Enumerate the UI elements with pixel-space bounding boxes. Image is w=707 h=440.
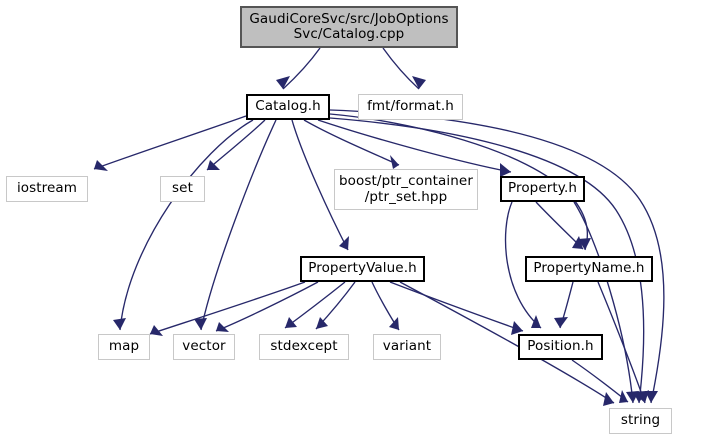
edge-root-to-catalog_h — [282, 47, 321, 90]
edge-catalog_h-to-map — [119, 119, 254, 331]
arrowhead-icon — [637, 390, 649, 403]
graph-node-iostream[interactable]: iostream — [6, 176, 88, 202]
arrowhead-icon — [578, 238, 591, 250]
arrowhead-icon — [94, 160, 108, 171]
graph-node-catalog_h[interactable]: Catalog.h — [246, 94, 330, 120]
edge-catalog_h-to-propertyvalue_h — [291, 119, 349, 251]
arrowhead-icon — [619, 390, 628, 403]
graph-node-string[interactable]: string — [609, 408, 672, 434]
arrowhead-icon — [216, 322, 229, 332]
arrowhead-icon — [390, 155, 399, 169]
edge-catalog_h-to-property_h — [317, 119, 512, 173]
graph-node-stdexcept[interactable]: stdexcept — [259, 334, 349, 360]
arrowhead-icon — [389, 317, 399, 330]
graph-node-root: GaudiCoreSvc/src/JobOptions Svc/Catalog.… — [240, 6, 458, 48]
edge-catalog_h-to-vector — [200, 119, 277, 331]
edge-propertyvalue_h-to-map — [149, 281, 306, 335]
graph-node-position_h[interactable]: Position.h — [518, 334, 603, 360]
arrowhead-icon — [626, 391, 639, 403]
arrowhead-icon — [511, 321, 523, 335]
graph-node-vector[interactable]: vector — [173, 334, 235, 360]
arrowhead-icon — [113, 318, 126, 330]
edge-root-to-fmt_format_h — [382, 47, 420, 90]
arrowhead-icon — [285, 317, 297, 328]
edge-propertyvalue_h-to-string — [399, 281, 615, 404]
graph-node-boost_ptr_set[interactable]: boost/ptr_container /ptr_set.hpp — [334, 169, 478, 210]
graph-node-fmt_format_h[interactable]: fmt/format.h — [358, 94, 463, 120]
graph-node-propertyvalue_h[interactable]: PropertyValue.h — [300, 256, 425, 282]
arrowhead-icon — [603, 392, 614, 406]
edge-catalog_h-to-set — [206, 119, 266, 171]
graph-node-set[interactable]: set — [160, 176, 205, 202]
graph-node-map[interactable]: map — [98, 334, 150, 360]
arrowhead-icon — [572, 236, 583, 249]
arrowhead-icon — [150, 325, 163, 336]
edge-propertyvalue_h-to-vector — [215, 281, 319, 332]
arrowhead-icon — [531, 315, 541, 328]
arrowhead-icon — [316, 317, 328, 329]
arrowhead-icon — [194, 318, 207, 330]
edge-property_h-to-position_h — [504, 201, 542, 329]
arrowhead-icon — [412, 76, 426, 89]
arrowhead-icon — [339, 236, 349, 250]
edge-catalog_h-to-boost_ptr_set — [303, 119, 400, 166]
arrowhead-icon — [554, 317, 568, 328]
edge-position_h-to-string — [571, 359, 629, 403]
edge-propertyvalue_h-to-vector — [284, 281, 346, 329]
arrowhead-icon — [500, 163, 511, 177]
edge-catalog_h-to-string — [329, 117, 645, 404]
edge-catalog_h-to-propertyname_h — [329, 113, 589, 251]
graph-node-property_h[interactable]: Property.h — [500, 176, 585, 202]
edge-property_h-to-string — [573, 201, 634, 404]
arrowhead-icon — [645, 391, 658, 403]
edge-catalog_h-to-iostream — [93, 115, 247, 170]
graph-node-variant[interactable]: variant — [373, 334, 441, 360]
edge-propertyvalue_h-to-position_h — [389, 281, 524, 332]
arrowhead-icon — [207, 160, 220, 170]
graph-node-propertyname_h[interactable]: PropertyName.h — [525, 256, 653, 282]
edge-propertyname_h-to-string — [597, 281, 646, 404]
arrowhead-icon — [276, 76, 290, 89]
